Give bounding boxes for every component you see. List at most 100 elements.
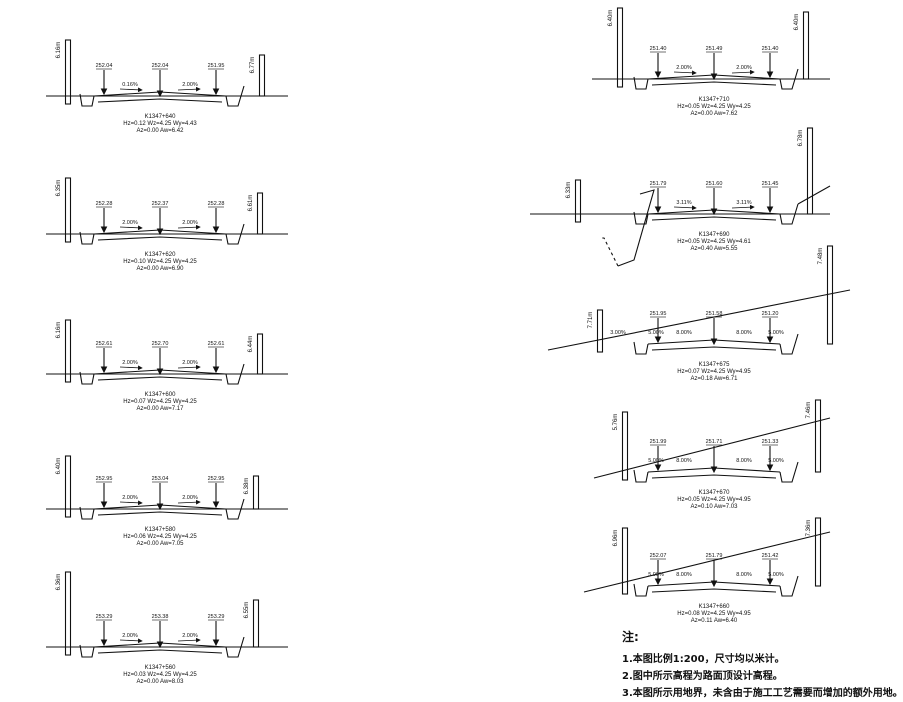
elevation-label-right: 251.95	[208, 63, 225, 69]
elevation-label-center: 253.38	[152, 614, 169, 620]
height-pile-left	[64, 319, 72, 383]
height-label-right: 6.78m	[798, 130, 804, 147]
slope-label: 2.00%	[676, 65, 692, 71]
right-ditch	[225, 636, 245, 658]
elevation-label-left: 252.07	[650, 553, 667, 559]
height-label-left: 6.35m	[56, 180, 62, 197]
right-ditch	[779, 203, 799, 225]
section-area: Az=0.00 Aw=8.03	[137, 679, 185, 685]
road-base	[97, 98, 223, 103]
road-base	[97, 649, 223, 654]
height-label-right: 6.40m	[794, 14, 800, 31]
slope-label: 5.00%	[768, 458, 784, 464]
note-item: 2.图中所示高程为路面顶设计高程。	[622, 671, 783, 682]
elevation-label-left: 251.99	[650, 439, 667, 445]
height-pile-left	[64, 177, 72, 243]
elevation-label-left: 252.28	[96, 201, 113, 207]
slope-label: 2.00%	[182, 82, 198, 88]
elevation-label-left: 251.79	[650, 181, 667, 187]
section-params: Hz=0.05 Wz=4.25 Wy=4.95	[677, 497, 751, 503]
right-ditch	[779, 461, 799, 483]
station-label: K1347+560	[145, 665, 177, 671]
road-base	[97, 511, 223, 516]
elevation-label-right: 253.29	[208, 614, 225, 620]
height-pile-right	[252, 599, 260, 648]
slope-label: 2.00%	[122, 495, 138, 501]
height-pile-right	[256, 192, 264, 235]
height-pile-left	[64, 39, 72, 105]
section-area: Az=0.00 Aw=7.05	[137, 541, 185, 547]
height-label-right: 6.77m	[250, 57, 256, 74]
height-label-left: 6.40m	[56, 458, 62, 475]
slope-label: 2.00%	[182, 495, 198, 501]
height-label-left: 6.16m	[56, 322, 62, 339]
height-label-left: 5.76m	[613, 414, 619, 431]
slope-arrow	[119, 365, 143, 371]
slope-label: 8.00%	[676, 330, 692, 336]
elevation-label-left: 252.95	[96, 476, 113, 482]
notes-block: 注: 1.本图比例1:200，尺寸均以米计。 2.图中所示高程为路面顶设计高程。…	[622, 628, 903, 702]
station-label: K1347+675	[699, 362, 731, 368]
elevation-label-center: 251.49	[706, 46, 723, 52]
slope-label: 3.11%	[736, 200, 751, 206]
left-ditch	[79, 506, 95, 520]
height-pile-left	[596, 309, 604, 353]
slope-label: 8.00%	[736, 330, 752, 336]
station-label: K1347+580	[145, 527, 177, 533]
height-pile-right	[252, 475, 260, 510]
height-pile-left	[64, 455, 72, 518]
left-ditch	[633, 469, 649, 483]
left-ditch	[79, 644, 95, 658]
height-label-right: 6.44m	[248, 336, 254, 353]
station-label: K1347+640	[145, 114, 177, 120]
slope-arrow	[673, 205, 697, 211]
station-label: K1347+660	[699, 604, 731, 610]
retaining-wall	[617, 189, 655, 267]
section-params: Hz=0.10 Wz=4.25 Wy=4.25	[123, 259, 197, 265]
right-ditch	[779, 68, 799, 90]
elevation-label-left: 252.04	[96, 63, 113, 69]
slope-label: 3.00%	[610, 330, 626, 336]
slope-arrow	[177, 499, 201, 505]
slope-label: 0.16%	[122, 82, 138, 88]
station-label: K1347+670	[699, 490, 731, 496]
elevation-label-left: 251.40	[650, 46, 667, 52]
height-pile-right	[802, 11, 810, 80]
slope-label: 8.00%	[676, 572, 692, 578]
section-area: Az=0.00 Aw=6.90	[137, 266, 185, 272]
height-pile-right	[826, 245, 834, 345]
elevation-label-left: 252.61	[96, 341, 113, 347]
height-pile-left	[621, 527, 629, 595]
ground-line	[583, 531, 831, 593]
slope-label: 2.00%	[122, 360, 138, 366]
height-pile-right	[256, 333, 264, 375]
elevation-label-center: 251.79	[706, 553, 723, 559]
left-ditch	[79, 93, 95, 107]
slope-label: 2.00%	[122, 220, 138, 226]
height-label-left: 6.16m	[56, 42, 62, 59]
left-ditch	[79, 371, 95, 385]
elevation-label-left: 251.95	[650, 311, 667, 317]
road-base	[651, 346, 777, 351]
left-ditch	[633, 583, 649, 597]
section-params: Hz=0.08 Wz=4.25 Wy=4.95	[677, 611, 751, 617]
section-area: Az=0.11 Aw=6.40	[691, 618, 738, 624]
station-label: K1347+620	[145, 252, 177, 258]
elevation-label-right: 252.28	[208, 201, 225, 207]
elevation-label-left: 253.29	[96, 614, 113, 620]
section-area: Az=0.18 Aw=6.71	[691, 376, 739, 382]
slope-label: 5.00%	[648, 330, 664, 336]
ground-line	[593, 417, 831, 479]
slope-label: 8.00%	[736, 458, 752, 464]
slope-label: 5.00%	[768, 330, 784, 336]
elevation-label-right: 252.95	[208, 476, 225, 482]
height-pile-left	[616, 7, 624, 88]
